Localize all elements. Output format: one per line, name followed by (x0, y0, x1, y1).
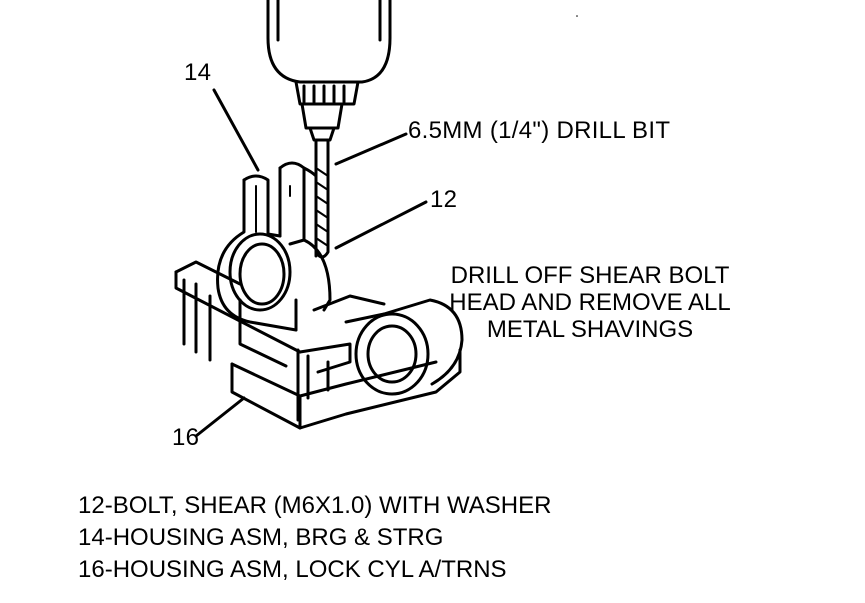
legend-item: 14-HOUSING ASM, BRG & STRG (78, 524, 444, 551)
legend-item: 12-BOLT, SHEAR (M6X1.0) WITH WASHER (78, 492, 552, 519)
housing-16 (174, 260, 464, 430)
instruction-line: METAL SHAVINGS (486, 316, 694, 343)
callout-12: 12 (430, 186, 458, 213)
legend-item: 16-HOUSING ASM, LOCK CYL A/TRNS (78, 556, 507, 583)
instruction-line: DRILL OFF SHEAR BOLT (450, 262, 730, 289)
callout-drill-bit: 6.5MM (1/4") DRILL BIT (408, 117, 671, 144)
leader-lines (194, 88, 428, 438)
callout-14: 14 (184, 59, 212, 86)
callout-16: 16 (172, 424, 200, 451)
instruction-line: HEAD AND REMOVE ALL (449, 289, 731, 316)
instruction-text: DRILL OFF SHEAR BOLT HEAD AND REMOVE ALL… (420, 262, 760, 343)
drill-bit (314, 138, 330, 259)
parts-legend: 12-BOLT, SHEAR (M6X1.0) WITH WASHER 14-H… (78, 490, 551, 586)
drill-chuck (266, 0, 392, 142)
housing-14 (216, 161, 332, 332)
